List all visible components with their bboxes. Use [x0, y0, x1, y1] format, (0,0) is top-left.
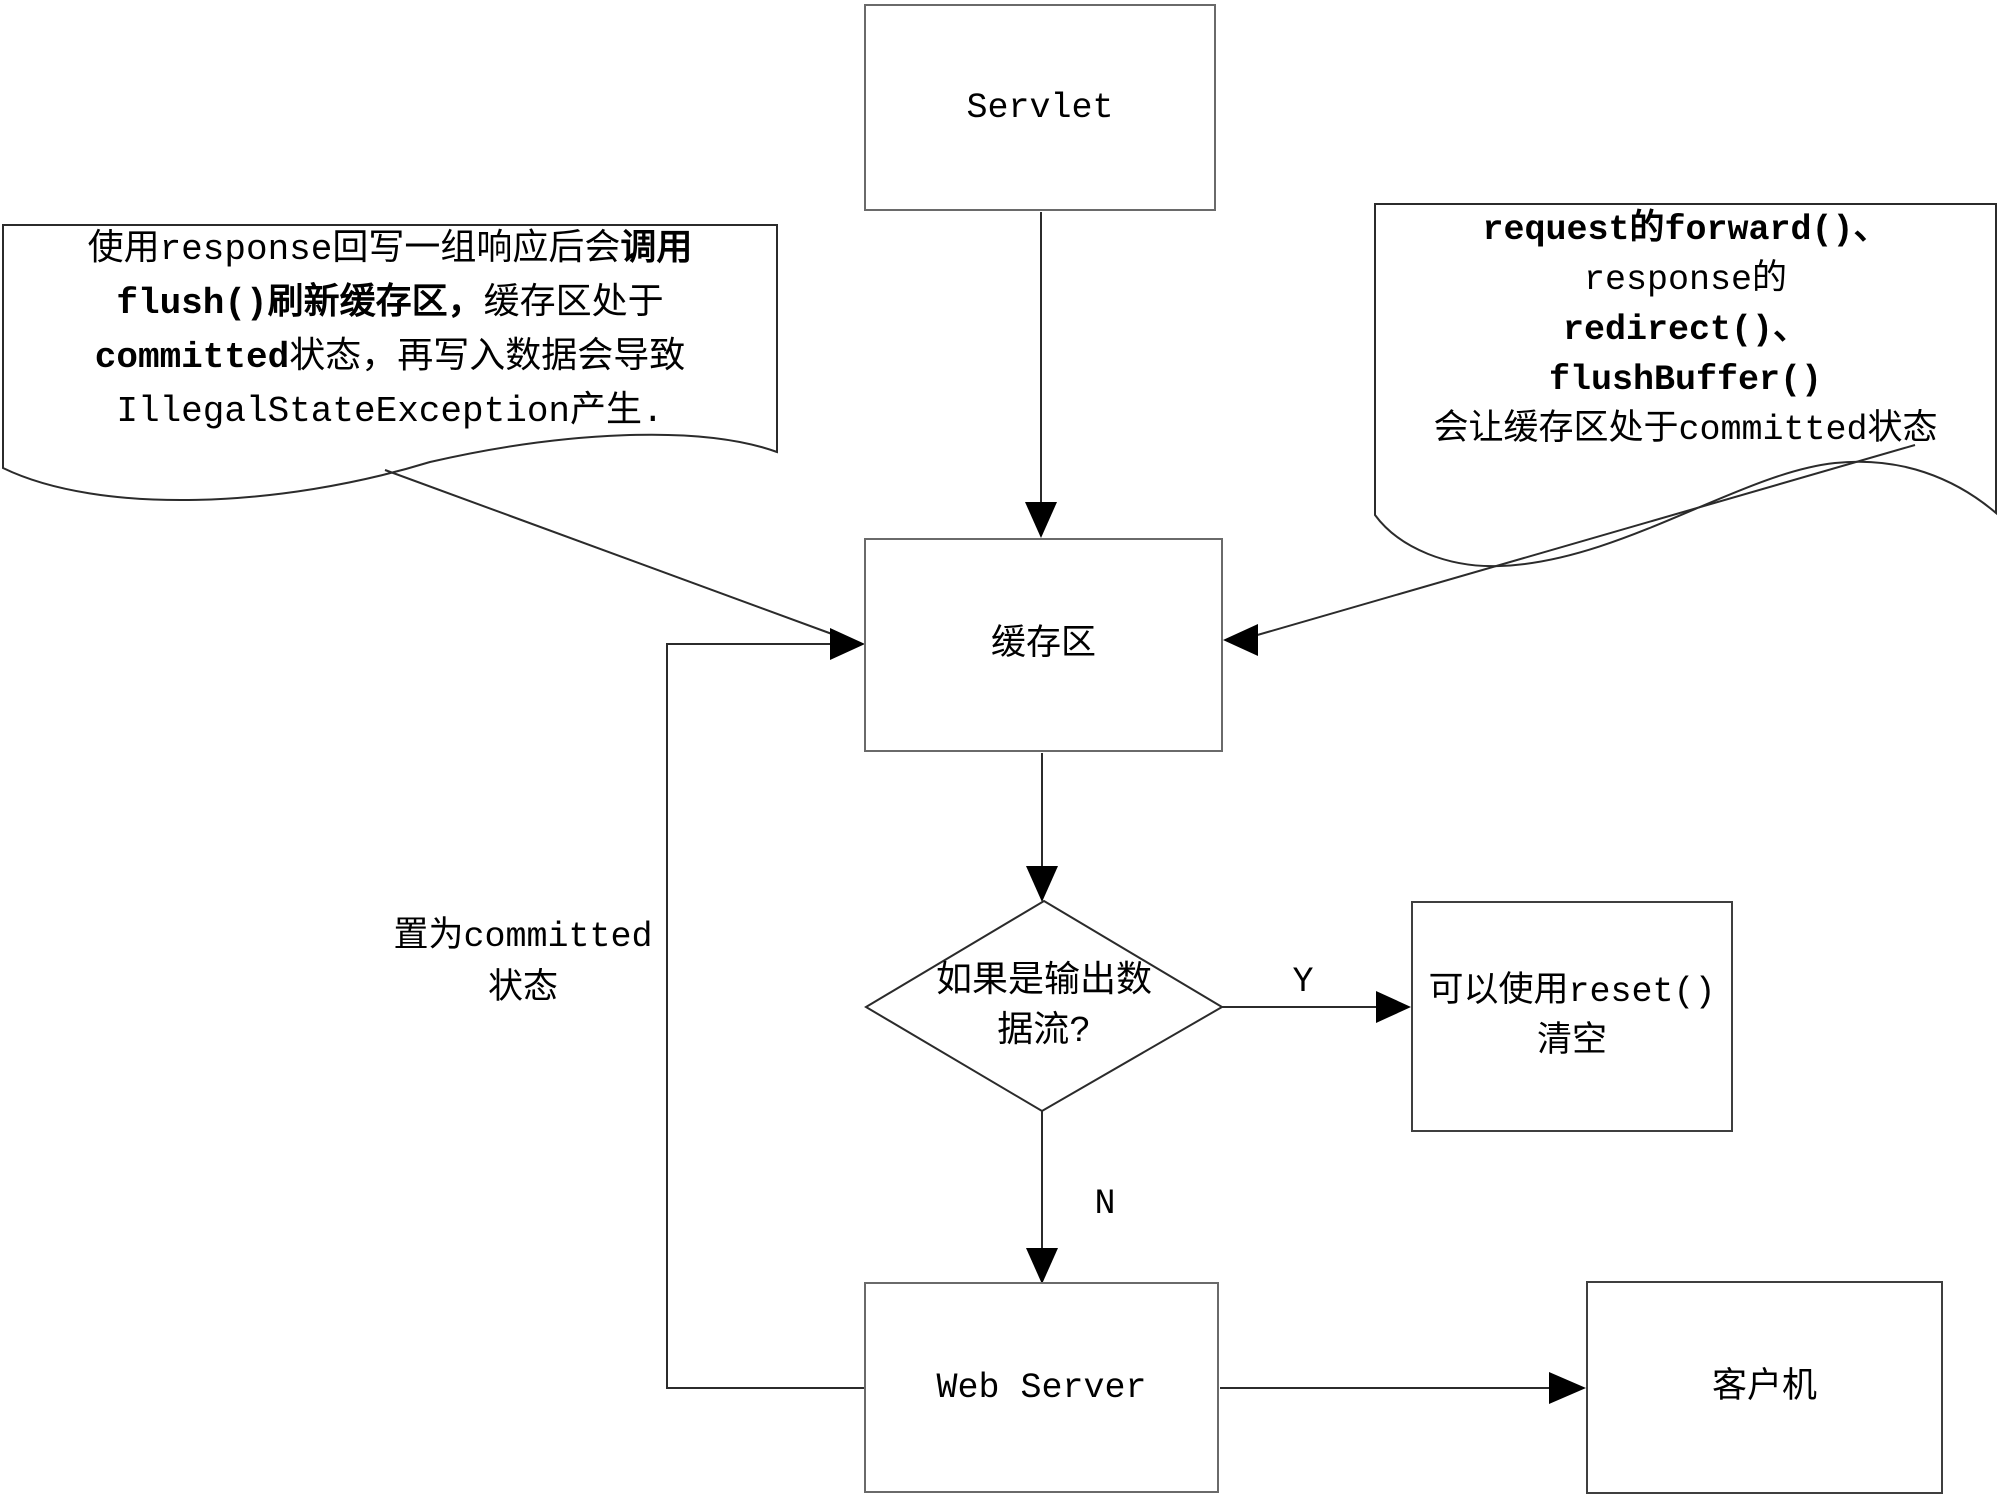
client-node-label: 客户机 [1711, 1367, 1817, 1408]
reset-node-label-line1: 可以使用reset() [1428, 971, 1716, 1012]
right-callout-line1: request的forward()、 [1482, 210, 1889, 250]
left-callout-line2-bold: flush()刷新缓存区， [116, 283, 484, 324]
decision-node-label: 如果是输出数 据流? [884, 957, 1204, 1057]
right-callout-line5: 会让缓存区处于committed状态 [1433, 410, 1938, 450]
buffer-node-label: 缓存区 [990, 625, 1096, 665]
left-callout-line3-normal: 状态，再写入数据会导致 [289, 337, 686, 378]
left-callout-line2-normal: 缓存区处于 [483, 283, 664, 324]
reset-node: 可以使用reset() 清空 [1411, 901, 1733, 1132]
decision-label-line2: 据流? [997, 1011, 1091, 1052]
arrowhead-into-webserver [1026, 1248, 1058, 1284]
reset-node-label-line2: 清空 [1536, 1021, 1607, 1062]
arrowhead-into-buffer-left [830, 628, 865, 660]
webserver-node: Web Server [864, 1282, 1219, 1493]
loop-edge-label-line1: 置为committed [393, 917, 653, 957]
left-callout-line3: committed状态，再写入数据会导致 [3, 331, 777, 385]
servlet-node: Servlet [864, 4, 1216, 211]
servlet-node-label: Servlet [966, 87, 1114, 128]
right-callout-note: request的forward()、 response的 redirect()、… [1375, 205, 1996, 455]
left-callout-line1: 使用response回写一组响应后会调用 [3, 223, 777, 277]
left-callout-line2: flush()刷新缓存区，缓存区处于 [3, 277, 777, 331]
left-callout-line1-normal: 使用response回写一组响应后会 [87, 229, 621, 270]
buffer-node: 缓存区 [864, 538, 1223, 752]
loop-edge-label-line2: 状态 [487, 969, 558, 1009]
pointer-left-callout-to-buffer [384, 469, 833, 635]
right-callout-line4: flushBuffer() [1548, 360, 1823, 400]
decision-label-line1: 如果是输出数 [935, 961, 1152, 1002]
arrowhead-into-decision [1026, 866, 1058, 902]
arrowhead-into-buffer-right [1223, 624, 1258, 656]
left-callout-line1-bold: 调用 [620, 229, 693, 270]
arrowhead-into-client [1549, 1372, 1586, 1404]
arrowhead-into-reset [1376, 991, 1411, 1023]
connector-webserver-loop-to-buffer [666, 643, 866, 1389]
arrowhead-into-buffer-top [1025, 502, 1057, 538]
webserver-node-label: Web Server [936, 1367, 1147, 1408]
yes-edge-label: Y [1292, 962, 1314, 1002]
left-callout-note: 使用response回写一组响应后会调用 flush()刷新缓存区，缓存区处于 … [3, 223, 777, 439]
no-edge-label: N [1094, 1184, 1116, 1224]
left-callout-line4: IllegalStateException产生. [116, 391, 664, 432]
left-callout-shape [2, 224, 778, 502]
client-node: 客户机 [1586, 1281, 1943, 1494]
left-callout-line3-bold: committed [94, 337, 290, 378]
right-callout-line2: response的 [1583, 260, 1788, 300]
pointer-right-callout-to-buffer [1253, 444, 1916, 637]
loop-edge-label: 置为committed 状态 [353, 911, 693, 1015]
right-callout-line3: redirect()、 [1562, 310, 1809, 350]
